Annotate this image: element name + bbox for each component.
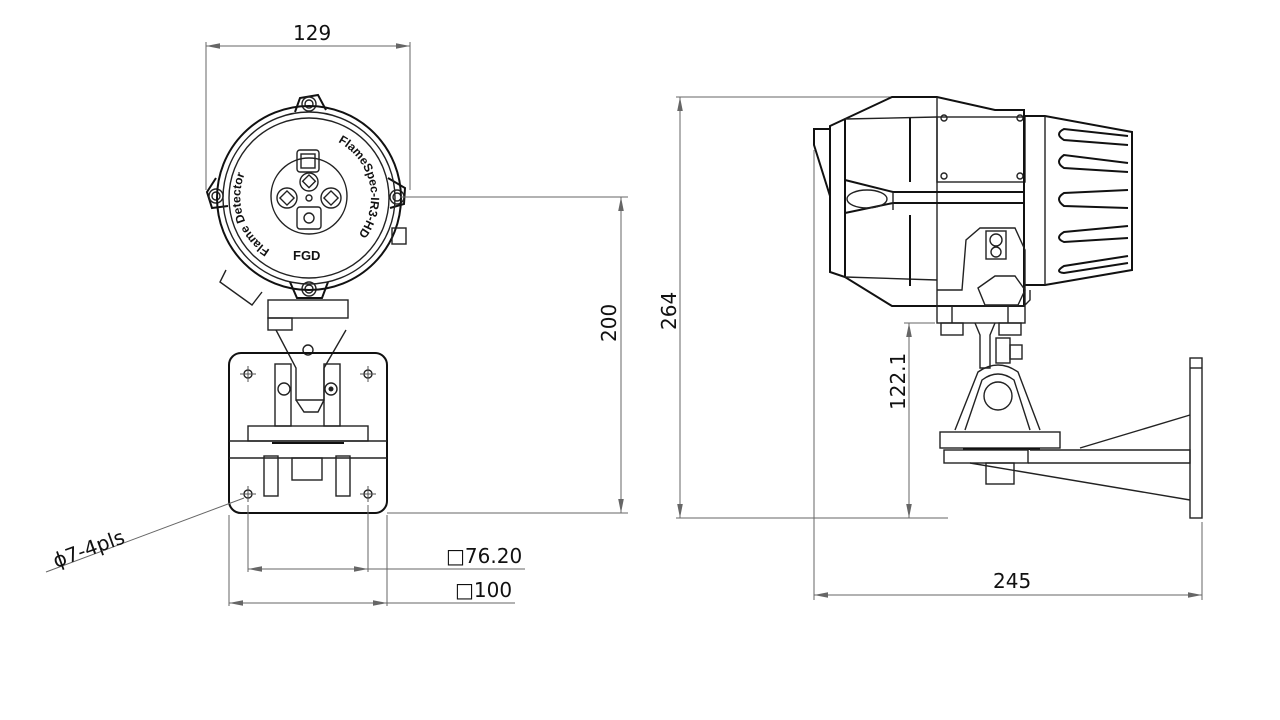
label-model-name: FlameSpec-IR3-HD — [336, 132, 382, 241]
label-fgd: FGD — [293, 248, 320, 263]
side-view: 264 — [657, 96, 1203, 600]
dim-label-100: 100 — [474, 578, 512, 602]
dim-label-76-20: 76.20 — [465, 544, 522, 568]
swivel-mount-side — [939, 322, 1203, 519]
dimension-76-20: □76.20 — [247, 505, 525, 572]
swivel-mount-front — [267, 299, 349, 427]
dim-label-200: 200 — [597, 304, 621, 342]
square-symbol: □ — [446, 544, 465, 568]
svg-text:ϕ7-4pls: ϕ7-4pls — [50, 525, 128, 573]
detector-housing-front: Flame Detector FlameSpec-IR3-HD FGD — [205, 93, 407, 306]
detector-housing-side — [813, 96, 1133, 324]
dim-label-hole: 7-4pls — [62, 525, 128, 569]
mounting-hole — [240, 486, 256, 502]
svg-text:□100: □100 — [455, 578, 512, 602]
mounting-hole — [240, 366, 256, 382]
dimension-100: □100 — [228, 515, 515, 606]
dimension-129: 129 — [205, 21, 411, 190]
dimension-200: 200 — [387, 196, 628, 514]
hole-callout: ϕ7-4pls — [45, 497, 245, 573]
dim-label-129: 129 — [293, 21, 331, 45]
label-flame-detector: Flame Detector — [229, 170, 272, 259]
dimension-245: 245 — [813, 150, 1203, 600]
dim-label-264: 264 — [657, 292, 681, 330]
dimension-122-1: 122.1 — [886, 322, 935, 518]
svg-text:□76.20: □76.20 — [446, 544, 522, 568]
front-view: 129 — [45, 21, 628, 606]
dim-label-122-1: 122.1 — [886, 353, 910, 410]
mounting-hole — [360, 486, 376, 502]
base-plate-front — [228, 352, 388, 514]
dim-label-245: 245 — [993, 569, 1031, 593]
dimension-264: 264 — [657, 96, 948, 519]
mounting-hole — [360, 366, 376, 382]
square-symbol: □ — [455, 578, 474, 602]
